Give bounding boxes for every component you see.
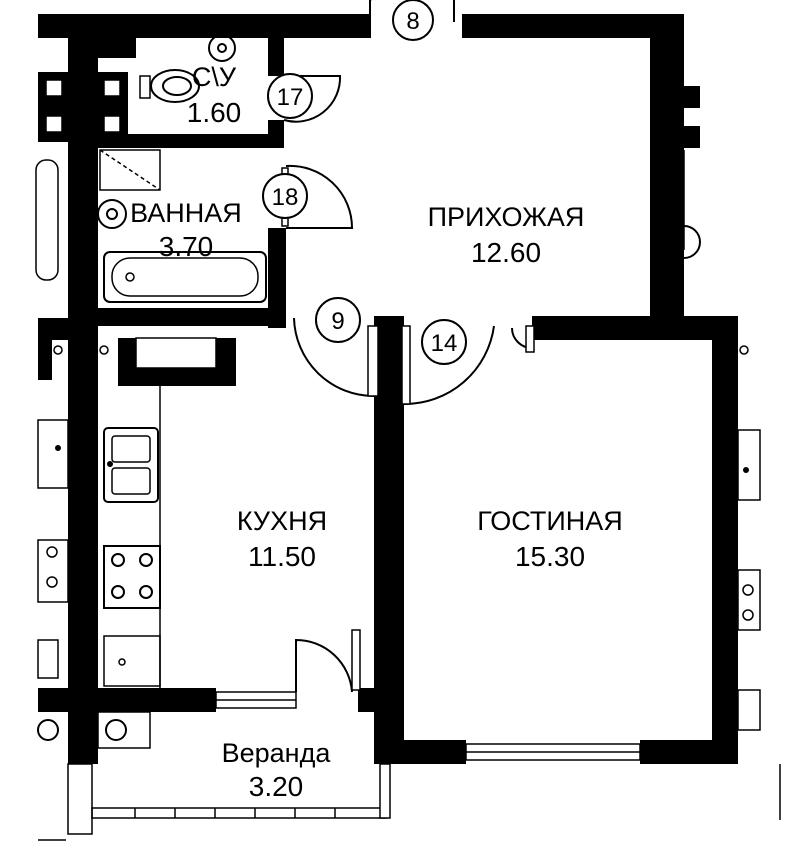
door-number-9: 9 — [315, 297, 361, 343]
wall-left-outer — [68, 14, 98, 764]
toilet-icon — [150, 69, 200, 103]
room-su-name: С\У — [192, 62, 237, 92]
room-veranda-name: Веранда — [222, 738, 332, 768]
wall-wc-right2 — [268, 120, 284, 148]
room-bath-area: 3.70 — [159, 231, 214, 262]
wall-living-bottom-right — [640, 740, 738, 764]
col-block-2-a — [103, 79, 121, 97]
col-block-2-b — [103, 115, 121, 133]
wall-left-stub — [38, 318, 98, 340]
wall-kitchen-bottom-right — [358, 688, 376, 712]
door-numbers: 8 17 18 9 14 — [262, 0, 467, 365]
wall-living-bottom-left — [374, 740, 466, 764]
door-swings — [281, 0, 535, 693]
svg-text:17: 17 — [277, 84, 304, 111]
room-veranda-area: 3.20 — [249, 771, 304, 802]
door-swing-veranda — [295, 638, 353, 693]
stove-icon — [103, 545, 161, 609]
wall-left-stub2 — [38, 318, 52, 380]
room-living-name: ГОСТИНАЯ — [477, 506, 623, 536]
svg-text:8: 8 — [406, 8, 419, 35]
wall-bath-right — [268, 228, 286, 328]
bath-sink-icon — [97, 199, 127, 229]
room-bath-name: ВАННАЯ — [130, 198, 242, 228]
door-number-18: 18 — [262, 173, 308, 219]
wall-wc-left — [98, 38, 136, 58]
door-number-14: 14 — [421, 319, 467, 365]
wall-kitchen-bottom — [38, 688, 216, 712]
wall-living-right — [712, 316, 738, 756]
wall-wc-bottom — [98, 134, 282, 148]
col-block-1-b — [45, 115, 63, 133]
room-hall-name: ПРИХОЖАЯ — [428, 202, 585, 232]
wall-bath-bottom — [98, 308, 286, 326]
door-swing-17 — [283, 75, 342, 123]
wall-right-stub1 — [684, 86, 700, 108]
room-hall-area: 12.60 — [471, 237, 541, 268]
svg-text:14: 14 — [431, 330, 458, 357]
kitchen-sink-icon — [103, 427, 159, 503]
wall-hall-right — [650, 14, 684, 324]
windows — [91, 691, 641, 819]
room-living-area: 15.30 — [515, 541, 585, 572]
veranda-glazing-right — [379, 763, 391, 819]
room-su-area: 1.60 — [187, 97, 242, 128]
svg-text:9: 9 — [331, 308, 344, 335]
wall-wc-right — [268, 38, 284, 76]
room-kitchen-name: КУХНЯ — [237, 506, 327, 536]
room-kitchen-area: 11.50 — [248, 541, 316, 572]
bathtub-icon — [103, 251, 267, 303]
door-swing-14 — [403, 325, 495, 406]
door-number-8: 8 — [392, 0, 434, 41]
walls — [38, 14, 738, 764]
door-swing-9 — [293, 317, 375, 397]
wall-partition-top — [374, 316, 404, 328]
wall-top-right — [462, 14, 684, 38]
veranda-glazing-bottom — [91, 807, 387, 819]
fixtures — [35, 34, 781, 841]
col-block-1-a — [45, 79, 63, 97]
svg-text:18: 18 — [272, 184, 299, 211]
wall-right-stub2 — [684, 126, 700, 148]
door-number-17: 17 — [267, 73, 313, 119]
door-swing-18 — [285, 164, 354, 229]
room-labels: С\У 1.60 ВАННАЯ 3.70 ПРИХОЖАЯ 12.60 КУХН… — [130, 62, 623, 802]
vent-shaft — [135, 337, 217, 369]
wall-living-top — [532, 316, 738, 340]
fridge-icon — [103, 635, 161, 687]
wall-partition — [374, 316, 404, 764]
wc-sink-icon — [208, 34, 236, 62]
shower-tray — [99, 149, 161, 191]
